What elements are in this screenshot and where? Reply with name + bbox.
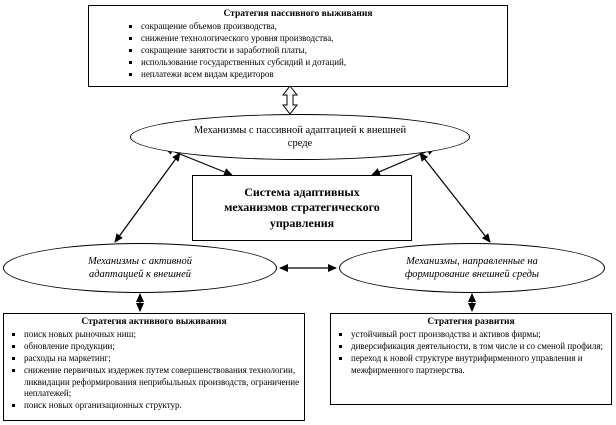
list-item: расходы на маркетинг; [24, 353, 300, 365]
list-item: поиск новых организационных структур. [24, 400, 300, 412]
development-strategy-list: устойчивый рост производства и активов ф… [335, 329, 607, 377]
list-item: сокращение занятости и заработной платы, [141, 45, 481, 57]
active-survival-strategy-box: Стратегия активного выживания поиск новы… [3, 313, 305, 421]
environment-forming-label: Механизмы, направленные на формирование … [404, 255, 540, 280]
list-item: сокращение объемов производства, [141, 21, 481, 33]
arrow-topbox-topellipse [281, 85, 299, 115]
active-adaptation-mechanisms-ellipse: Механизмы с активной адаптацией к внешне… [3, 243, 277, 293]
active-survival-title: Стратегия активного выживания [81, 317, 227, 327]
passive-adaptation-mechanisms-ellipse: Механизмы с пассивной адаптацией к внешн… [130, 114, 470, 160]
adaptive-mechanisms-system-label: Система адаптивных механизмов стратегиче… [224, 184, 380, 230]
environment-forming-mechanisms-ellipse: Механизмы, направленные на формирование … [339, 243, 605, 293]
development-strategy-title: Стратегия развития [427, 317, 515, 327]
passive-survival-strategy-box: Стратегия пассивного выживания сокращени… [88, 5, 508, 87]
list-item: диверсификация деятельности, в том числе… [351, 341, 607, 353]
list-item: снижение первичных издержек путем соверш… [24, 365, 300, 401]
active-adaptation-label: Механизмы с активной адаптацией к внешне… [87, 255, 193, 280]
active-survival-list: поиск новых рыночных ниш;обновление прод… [8, 329, 300, 412]
list-item: неплатежи всем видам кредиторов [141, 69, 481, 81]
arrow-topellipse-leftellipse [114, 152, 181, 243]
passive-survival-list: сокращение объемов производства,снижение… [115, 21, 481, 80]
passive-survival-title: Стратегия пассивного выживания [223, 9, 373, 19]
list-item: устойчивый рост производства и активов ф… [351, 329, 607, 341]
arrow-topellipse-rightellipse [419, 152, 491, 243]
list-item: переход к новой структуре внутрифирменно… [351, 353, 607, 377]
list-item: обновление продукции; [24, 341, 300, 353]
development-strategy-box: Стратегия развития устойчивый рост произ… [330, 313, 612, 405]
passive-adaptation-label: Механизмы с пассивной адаптацией к внешн… [193, 124, 407, 149]
list-item: использование государственных субсидий и… [141, 57, 481, 69]
list-item: поиск новых рыночных ниш; [24, 329, 300, 341]
list-item: снижение технологического уровня произво… [141, 33, 481, 45]
adaptive-mechanisms-system-box: Система адаптивных механизмов стратегиче… [192, 175, 412, 241]
